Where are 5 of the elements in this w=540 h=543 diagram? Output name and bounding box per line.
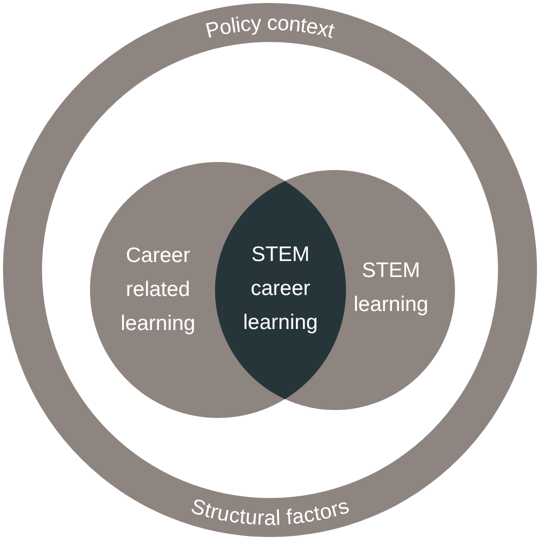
ring-label: Structural factors: [188, 494, 352, 530]
circle-label: Career related learning: [120, 243, 196, 337]
circle-label: STEM learning: [352, 258, 430, 318]
ring-label: Policy context: [204, 12, 337, 43]
circle-label: STEM career learning: [242, 242, 319, 336]
